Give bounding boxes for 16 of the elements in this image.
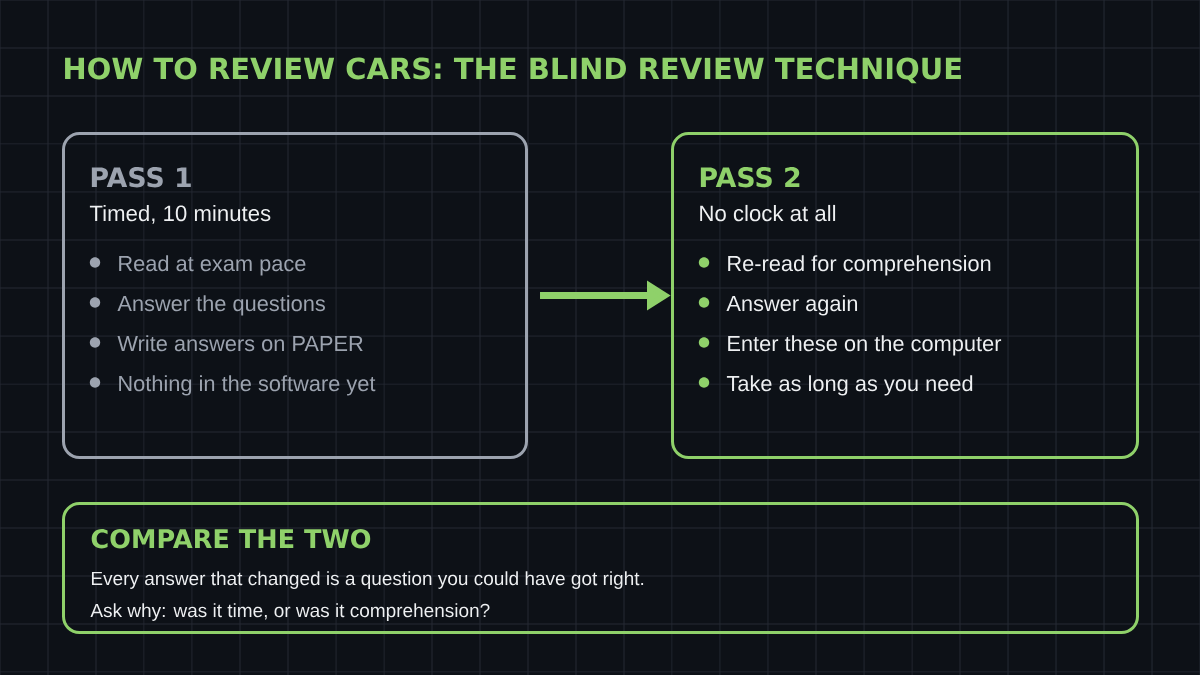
card-subtitle: No clock at all: [700, 204, 836, 222]
body-text: Ask why: was it time, or was it comprehension?: [90, 603, 490, 621]
card-subtitle: Timed, 10 minutes: [89, 204, 271, 224]
list-item: Answer again: [726, 295, 858, 316]
title: HOW TO REVIEW CARS: THE BLIND REVIEW TECHNIQUE: [65, 57, 961, 84]
list-item: Take as long as you need: [726, 375, 973, 396]
card-heading: PASS 1: [91, 167, 191, 188]
card-heading: PASS 2: [700, 167, 800, 188]
body-text: Every answer that changed is a question you could have got right.: [91, 571, 644, 589]
card-heading: COMPARE THE TWO: [91, 529, 371, 549]
list-item: Answer the questions: [117, 295, 325, 316]
list-item: Read at exam pace: [119, 255, 306, 276]
list-item: Re-read for comprehension: [728, 255, 991, 276]
list-item: Enter these on the computer: [728, 335, 1002, 356]
list-item: Write answers on PAPER: [117, 335, 363, 352]
list-item: Nothing in the software yet: [119, 375, 376, 396]
